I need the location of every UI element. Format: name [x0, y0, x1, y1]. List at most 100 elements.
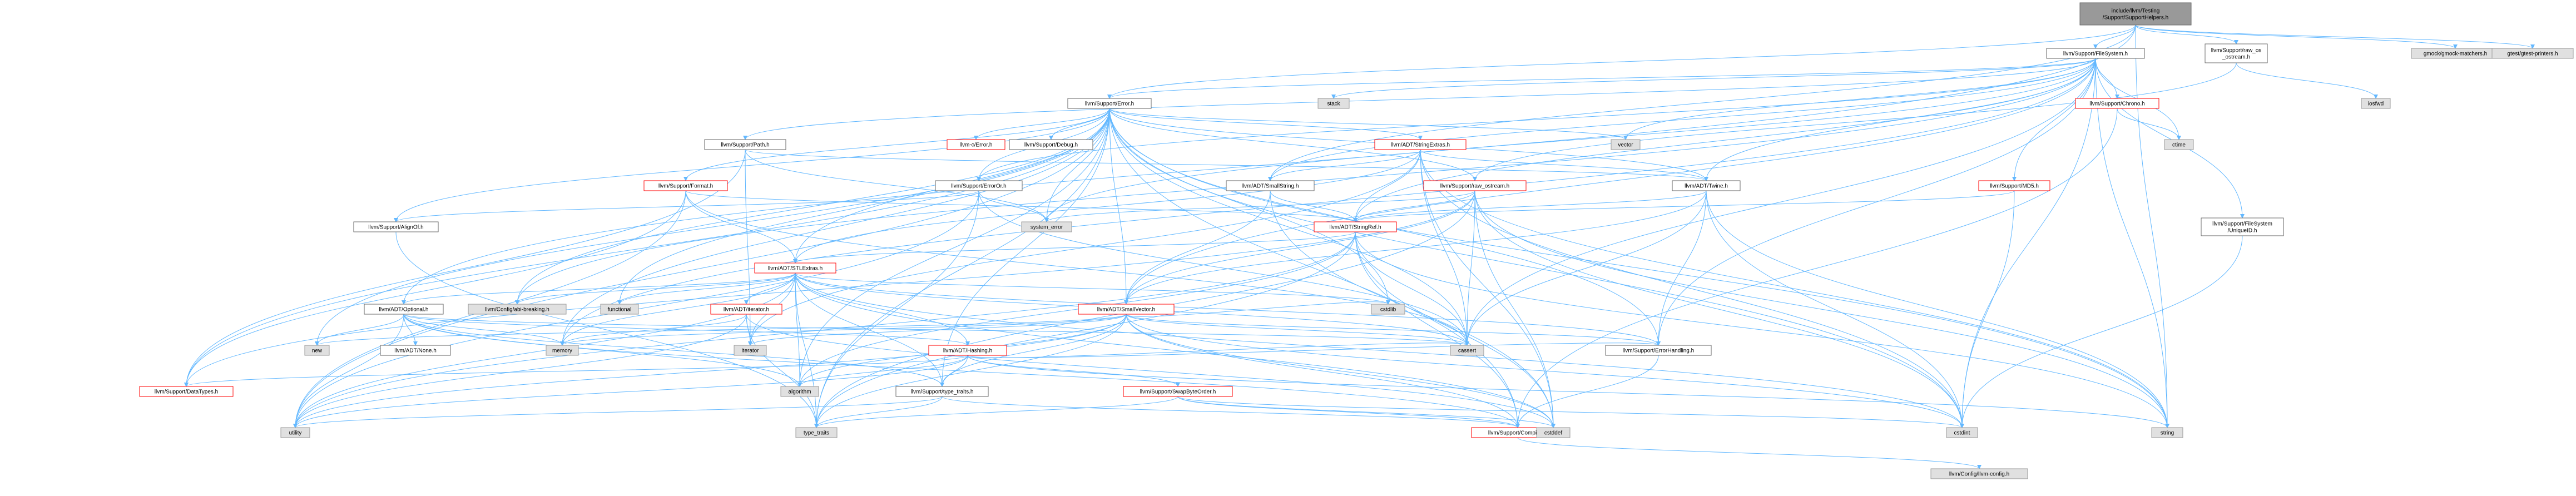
node-raw_ostream[interactable]: llvm/Support/raw_ostream.h [1423, 180, 1527, 191]
node-c_error-box [947, 139, 1005, 150]
node-utility-label-0: utility [289, 430, 302, 437]
node-format[interactable]: llvm/Support/Format.h [643, 180, 728, 191]
edge-smallvector-to-memory [560, 314, 1127, 346]
node-gmock: gmock/gmock-matchers.h [2411, 48, 2500, 59]
edge-optional-to-hashing [403, 314, 970, 346]
edge-stlextras-to-cstddef [795, 272, 1555, 428]
edge-stringextras-to-smallstring [1268, 149, 1421, 181]
edge-swapbyteorder-to-cstdint [1177, 396, 1964, 428]
edge-optional-to-new [315, 314, 404, 346]
edge-adt_iterator-to-type_traits [746, 314, 819, 428]
edge-filesystem-to-stack [1331, 58, 2096, 99]
edge-root-to-optional [402, 24, 2136, 305]
node-path-label-0: llvm/Support/Path.h [721, 142, 769, 148]
edge-optional-to-none [403, 314, 418, 346]
edge-filesystem-to-error [1107, 58, 2096, 99]
node-twine[interactable]: llvm/ADT/Twine.h [1672, 180, 1741, 191]
node-stlextras[interactable]: llvm/ADT/STLExtras.h [754, 262, 836, 274]
node-layer: include/llvm/Testing/Support/SupportHelp… [139, 2, 2574, 479]
node-utility: utility [280, 427, 310, 438]
node-memory-label-0: memory [552, 348, 572, 354]
node-adt_iterator[interactable]: llvm/ADT/iterator.h [710, 304, 782, 315]
edge-errorhandling-to-compiler [1515, 355, 1659, 428]
node-none[interactable]: llvm/ADT/None.h [380, 345, 451, 356]
edge-twine-to-stringref [1353, 190, 1707, 222]
node-stringref-box [1314, 221, 1397, 232]
edge-smallstring-to-smallvector [1124, 190, 1271, 305]
node-cstdlib-label-0: cstdlib [1380, 307, 1396, 313]
edge-stringextras-to-cassert [1420, 149, 1469, 346]
edge-filesystem-to-string [2095, 58, 2169, 428]
node-iterator: iterator [734, 345, 767, 356]
node-swapbyteorder[interactable]: llvm/Support/SwapByteOrder.h [1123, 386, 1233, 397]
node-md5-box [1978, 180, 2050, 191]
node-raw_os_ostream[interactable]: llvm/Support/raw_os_ostream.h [2205, 43, 2268, 63]
node-stringextras[interactable]: llvm/ADT/StringExtras.h [1374, 139, 1467, 150]
edge-error-to-vector [1109, 108, 1628, 140]
node-filesystem[interactable]: llvm/Support/FileSystem.h [2046, 48, 2145, 59]
edge-error-to-string [1109, 108, 2169, 428]
node-stringref[interactable]: llvm/ADT/StringRef.h [1314, 221, 1397, 232]
node-compiler-label-0: llvm/Support/Compiler.h [1488, 430, 1547, 437]
node-uniqueid-label-0: llvm/Support/FileSystem [2212, 221, 2272, 227]
edge-error-to-cstdint [1109, 108, 1964, 428]
node-smallvector[interactable]: llvm/ADT/SmallVector.h [1078, 304, 1175, 315]
edge-smallvector-to-compiler [1126, 314, 1520, 428]
node-type_traits_h-label-0: llvm/Support/type_traits.h [911, 389, 974, 395]
node-c_error[interactable]: llvm-c/Error.h [947, 139, 1005, 150]
node-alignof[interactable]: llvm/Support/AlignOf.h [353, 221, 439, 232]
edge-stlextras-to-cstdlib [795, 272, 1390, 305]
edge-error-to-memory [560, 108, 1110, 346]
node-alignof-box [353, 221, 439, 232]
node-optional-box [364, 304, 444, 315]
node-chrono[interactable]: llvm/Support/Chrono.h [2075, 98, 2159, 109]
edge-swapbyteorder-to-compiler [1177, 396, 1520, 428]
edge-raw_ostream-to-system_error [1044, 190, 1475, 222]
edge-stlextras-to-type_traits [795, 272, 819, 428]
node-filesystem-box [2046, 48, 2145, 59]
node-hashing[interactable]: llvm/ADT/Hashing.h [928, 345, 1007, 356]
node-optional[interactable]: llvm/ADT/Optional.h [364, 304, 444, 315]
edge-smallvector-to-new [315, 314, 1127, 346]
edge-erroror-to-type_traits [814, 190, 979, 428]
edge-erroror-to-alignof [394, 190, 979, 222]
node-error[interactable]: llvm/Support/Error.h [1067, 98, 1152, 109]
node-cstdint: cstdint [1946, 427, 1978, 438]
edge-optional-to-utility [293, 314, 404, 428]
node-cstdint-box [1946, 427, 1978, 438]
edge-raw_ostream-to-cstddef [1474, 190, 1555, 428]
edge-raw_ostream-to-cstdint [1474, 190, 1964, 428]
edge-root-to-smallstring [1268, 24, 2136, 181]
node-ctime-label-0: ctime [2172, 142, 2186, 148]
edge-error-to-stringextras [1109, 108, 1423, 140]
node-smallstring-box [1226, 180, 1315, 191]
node-vector-label-0: vector [1618, 142, 1633, 148]
node-functional-box [600, 304, 639, 315]
node-md5[interactable]: llvm/Support/MD5.h [1978, 180, 2050, 191]
node-iterator-label-0: iterator [741, 348, 759, 354]
node-none-box [380, 345, 451, 356]
node-cassert-box [1450, 345, 1484, 356]
node-datatypes[interactable]: llvm/Support/DataTypes.h [139, 386, 234, 397]
node-root-label-0: include/llvm/Testing [2112, 8, 2160, 14]
node-erroror[interactable]: llvm/Support/ErrorOr.h [935, 180, 1023, 191]
node-errorhandling[interactable]: llvm/Support/ErrorHandling.h [1605, 345, 1712, 356]
node-gtest_printers-label-0: gtest/gtest-printers.h [2507, 51, 2558, 57]
node-debug[interactable]: llvm/Support/Debug.h [1009, 139, 1093, 150]
node-erroror-label-0: llvm/Support/ErrorOr.h [951, 183, 1006, 190]
edge-hashing-to-errorhandling [967, 341, 1661, 358]
node-c_error-label-0: llvm-c/Error.h [960, 142, 993, 148]
node-type_traits-label-0: type_traits [804, 430, 829, 437]
node-stack-label-0: stack [1327, 101, 1340, 107]
node-smallstring[interactable]: llvm/ADT/SmallString.h [1226, 180, 1315, 191]
node-iosfwd: iosfwd [2361, 98, 2391, 109]
node-type_traits_h[interactable]: llvm/Support/type_traits.h [895, 386, 989, 397]
node-root[interactable]: include/llvm/Testing/Support/SupportHelp… [2079, 2, 2192, 26]
edge-raw_os_ostream-to-iosfwd [2236, 62, 2378, 99]
edge-erroror-to-cassert [978, 190, 1469, 346]
node-iosfwd-label-0: iosfwd [2368, 101, 2384, 107]
node-uniqueid[interactable]: llvm/Support/FileSystem/UniqueID.h [2201, 217, 2284, 236]
node-path[interactable]: llvm/Support/Path.h [704, 139, 786, 150]
node-stringextras-box [1374, 139, 1467, 150]
node-cstdlib: cstdlib [1371, 304, 1405, 315]
